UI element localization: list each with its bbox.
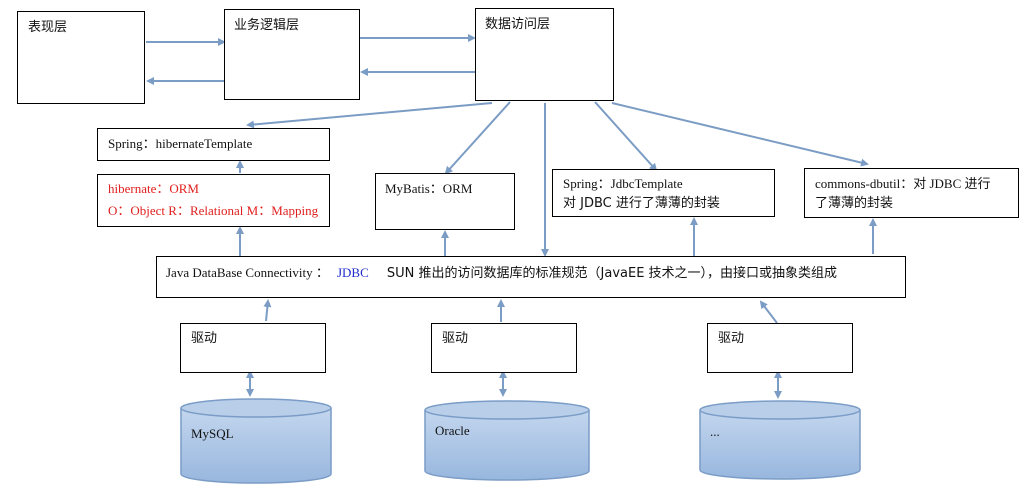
hibernate-template-box: Spring：hibernateTemplate [97, 128, 330, 161]
jdbc-description: SUN 推出的访问数据库的标准规范（JavaEE 技术之一），由接口或抽象类组成 [386, 266, 838, 281]
data-access-layer-label: 数据访问层 [485, 17, 551, 32]
jdbc-template-desc: 对 JDBC 进行了薄薄的封装 [563, 196, 720, 211]
data-access-layer-box: 数据访问层 [475, 8, 614, 101]
arrow-to-hibernate-template [246, 102, 493, 129]
driver-box-oracle: 驱动 [431, 323, 577, 373]
hibernate-orm-label: hibernate：ORM [108, 181, 199, 196]
business-layer-label: 业务逻辑层 [234, 18, 300, 33]
database-oracle [424, 400, 590, 481]
driver-box-other: 驱动 [707, 323, 853, 373]
dbutil-box: commons-dbutil：对 JDBC 进行 了薄薄的封装 [804, 168, 1019, 218]
arrow-to-mybatis [444, 101, 511, 175]
arrow-to-dbutil [611, 102, 869, 167]
presentation-layer-label: 表现层 [28, 20, 68, 35]
database-mysql [180, 398, 332, 484]
driver-box-mysql: 驱动 [180, 323, 326, 373]
driver-label: 驱动 [442, 331, 469, 346]
dbutil-label: commons-dbutil：对 JDBC 进行 [815, 174, 991, 194]
presentation-layer-box: 表现层 [17, 11, 145, 104]
arrow-driver3-to-jdbc [759, 300, 778, 324]
database-other [699, 400, 861, 480]
jdbc-name: JDBC [336, 265, 369, 280]
jdbc-box: Java DataBase Connectivity ： JDBC SUN 推出… [156, 256, 906, 298]
hibernate-orm-box: hibernate：ORM O：Object R：Relational M：Ma… [97, 174, 330, 227]
driver-label: 驱动 [718, 331, 745, 346]
hibernate-template-label: Spring：hibernateTemplate [108, 136, 253, 151]
jdbc-prefix: Java DataBase Connectivity ： [166, 265, 329, 280]
jdbc-template-box: Spring：JdbcTemplate 对 JDBC 进行了薄薄的封装 [552, 169, 775, 217]
jdbc-template-label: Spring：JdbcTemplate [563, 176, 683, 191]
orm-definition-label: O：Object R：Relational M：Mapping [108, 203, 319, 218]
jdbc-line: Java DataBase Connectivity ： JDBC SUN 推出… [166, 263, 837, 284]
dbutil-line2: 了薄薄的封装 [815, 196, 894, 211]
dbutil-line1: commons-dbutil：对 JDBC 进行 [815, 176, 991, 191]
business-layer-box: 业务逻辑层 [224, 9, 360, 100]
database-label-mysql: MySQL [191, 426, 234, 441]
driver-label: 驱动 [191, 331, 218, 346]
mybatis-box: MyBatis：ORM [375, 173, 515, 230]
database-label-other: ... [710, 424, 720, 439]
arrow-to-jdbc-template [594, 101, 658, 172]
arrow-driver1-to-jdbc [263, 299, 272, 322]
database-label-oracle: Oracle [435, 423, 470, 438]
mybatis-label: MyBatis：ORM [385, 181, 473, 196]
